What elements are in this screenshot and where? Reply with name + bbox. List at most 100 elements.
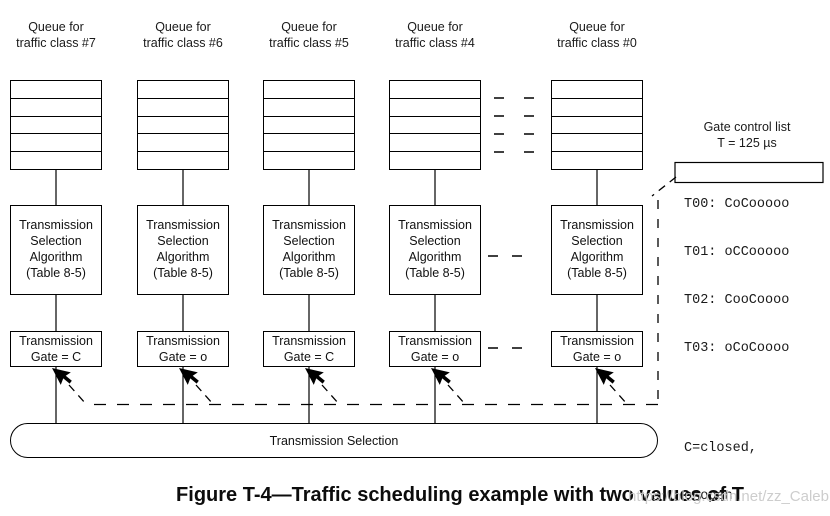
queue-label: Queue for traffic class #4	[373, 20, 497, 51]
tsa-line3: Algorithm	[29, 250, 83, 264]
transmission-gate-box: Transmission Gate = o	[389, 331, 481, 367]
gate-line1: Transmission	[560, 334, 634, 348]
queue-slot	[138, 81, 228, 99]
queue-slot	[264, 134, 354, 153]
tsa-line3: Algorithm	[570, 250, 624, 264]
control-path-top-diagonal	[651, 176, 677, 197]
transmission-gate-box: Transmission Gate = C	[10, 331, 102, 367]
queue-slot	[390, 81, 480, 99]
transmission-gate-box: Transmission Gate = o	[137, 331, 229, 367]
gate-control-entry-t01: T01: oCCooooo	[684, 245, 790, 260]
queue-label: Queue for traffic class #7	[0, 20, 118, 51]
gate-control-list-title-line2: T = 125 µs	[717, 135, 777, 150]
tsa-line4: (Table 8-5)	[153, 266, 213, 280]
queue-slot	[11, 99, 101, 117]
queue-slot	[11, 152, 101, 169]
queue-label-line2: traffic class #6	[143, 35, 223, 50]
queue-slot	[264, 152, 354, 169]
column-traffic-class-5: Queue for traffic class #5 Transmission …	[263, 0, 355, 460]
queue-slot	[390, 117, 480, 135]
queue-slot	[390, 99, 480, 117]
transmission-selection-label: Transmission Selection	[269, 433, 399, 448]
gate-control-list-title: Gate control list T = 125 µs	[667, 120, 827, 151]
gate-control-entry-t00: T00: CoCooooo	[684, 197, 790, 212]
gate-state: Gate = o	[158, 349, 208, 364]
queue-label-line2: traffic class #4	[395, 35, 475, 50]
queue-slot	[552, 117, 642, 135]
queue-slot	[264, 81, 354, 99]
column-traffic-class-6: Queue for traffic class #6 Transmission …	[137, 0, 229, 460]
queue-slot	[264, 117, 354, 135]
column-traffic-class-0: Queue for traffic class #0 Transmission …	[551, 0, 643, 460]
tsa-line4: (Table 8-5)	[567, 266, 627, 280]
tsa-line1: Transmission	[146, 218, 220, 232]
continuation-dashes	[488, 97, 535, 349]
queue-label: Queue for traffic class #6	[121, 20, 245, 51]
queue-box	[263, 80, 355, 170]
queue-box	[551, 80, 643, 170]
gate-control-list-title-line1: Gate control list	[703, 120, 791, 134]
transmission-selection-algorithm-box: Transmission Selection Algorithm (Table …	[389, 205, 481, 295]
gate-control-legend: C=closed, o=open	[684, 409, 829, 516]
queue-label-line2: traffic class #0	[557, 35, 637, 50]
tsa-line4: (Table 8-5)	[26, 266, 86, 280]
queue-label-line2: traffic class #7	[16, 35, 96, 50]
queue-label: Queue for traffic class #0	[535, 20, 659, 51]
tsa-line1: Transmission	[19, 218, 93, 232]
queue-slot	[11, 81, 101, 99]
transmission-gate-box: Transmission Gate = o	[551, 331, 643, 367]
queue-slot	[138, 152, 228, 169]
gate-control-entry-t03: T03: oCoCoooo	[684, 341, 790, 356]
queue-slot	[552, 81, 642, 99]
tsa-line2: Selection	[283, 234, 335, 248]
queue-label-line1: Queue for	[569, 20, 625, 34]
queue-label-line2: traffic class #5	[269, 35, 349, 50]
queue-label-line1: Queue for	[281, 20, 337, 34]
gate-line1: Transmission	[146, 334, 220, 348]
transmission-selection-algorithm-box: Transmission Selection Algorithm (Table …	[551, 205, 643, 295]
transmission-selection-pill: Transmission Selection	[10, 423, 658, 458]
tsa-line1: Transmission	[272, 218, 346, 232]
queue-slot	[138, 99, 228, 117]
queue-slot	[11, 134, 101, 153]
column-traffic-class-7: Queue for traffic class #7 Transmission …	[10, 0, 102, 460]
queue-slot	[390, 152, 480, 169]
tsa-line3: Algorithm	[282, 250, 336, 264]
queue-label-line1: Queue for	[155, 20, 211, 34]
queue-label-line1: Queue for	[407, 20, 463, 34]
queue-box	[10, 80, 102, 170]
figure-caption: Figure T-4—Traffic scheduling example wi…	[176, 484, 744, 506]
queue-slot	[552, 152, 642, 169]
legend-closed: C=closed,	[684, 441, 757, 456]
queue-slot	[11, 117, 101, 135]
transmission-selection-algorithm-box: Transmission Selection Algorithm (Table …	[263, 205, 355, 295]
gate-state: Gate = o	[572, 349, 622, 364]
tsa-line3: Algorithm	[408, 250, 462, 264]
transmission-selection-algorithm-box: Transmission Selection Algorithm (Table …	[137, 205, 229, 295]
queue-label: Queue for traffic class #5	[247, 20, 371, 51]
queue-label-line1: Queue for	[28, 20, 84, 34]
tsa-line2: Selection	[571, 234, 623, 248]
tsa-line1: Transmission	[398, 218, 472, 232]
gate-line1: Transmission	[19, 334, 93, 348]
queue-slot	[552, 134, 642, 153]
gate-line1: Transmission	[272, 334, 346, 348]
watermark-text: https://blog.csdn.net/zz_Caleb	[628, 488, 829, 505]
gate-control-list: T00: CoCooooo T01: oCCooooo T02: CooCooo…	[684, 165, 829, 516]
queue-slot	[552, 99, 642, 117]
transmission-gate-box: Transmission Gate = C	[263, 331, 355, 367]
column-traffic-class-4: Queue for traffic class #4 Transmission …	[389, 0, 481, 460]
queue-slot	[264, 99, 354, 117]
tsa-line4: (Table 8-5)	[405, 266, 465, 280]
legend-open: o=open	[684, 489, 733, 504]
queue-box	[389, 80, 481, 170]
queue-slot	[390, 134, 480, 153]
gate-state: Gate = C	[283, 349, 335, 364]
gate-state: Gate = o	[410, 349, 460, 364]
tsa-line2: Selection	[157, 234, 209, 248]
transmission-selection-algorithm-box: Transmission Selection Algorithm (Table …	[10, 205, 102, 295]
tsa-line4: (Table 8-5)	[279, 266, 339, 280]
tsa-line2: Selection	[30, 234, 82, 248]
tsa-line1: Transmission	[560, 218, 634, 232]
